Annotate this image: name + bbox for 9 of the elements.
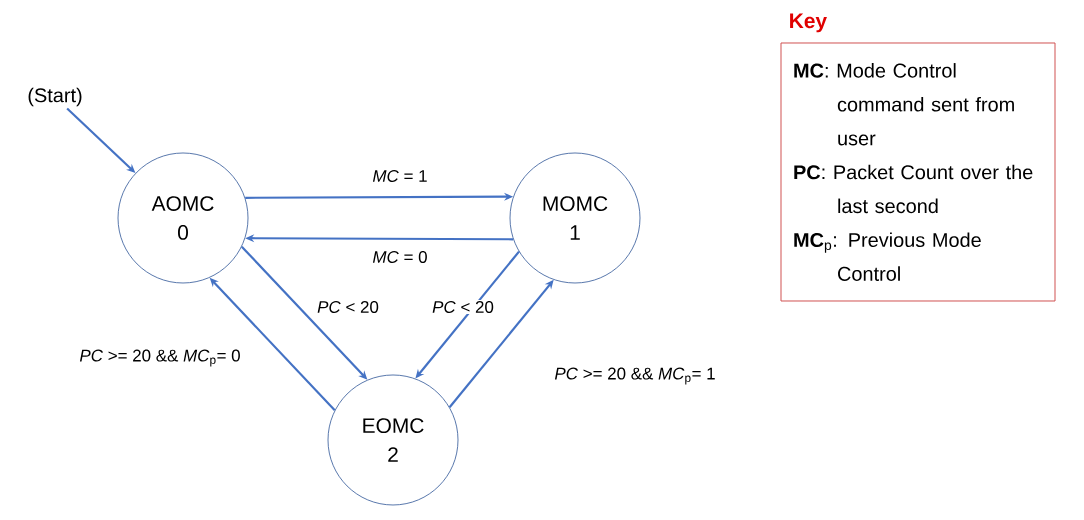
edge-label: MC = 0 xyxy=(371,250,429,264)
edge-label: PC < 20 xyxy=(431,300,495,314)
edge-label: PC >= 20 && MC$_{p}$= 1 xyxy=(553,366,717,386)
start-label: (Start) xyxy=(28,87,82,107)
edge-label: PC < 20 xyxy=(316,300,380,314)
edge-label: PC >= 20 && MC$_{p}$= 0 xyxy=(78,348,242,368)
key-box: MC: Mode Control command sent from user PC: Packet Count over the last second MC$_{p}$: Previous Mode Control xyxy=(780,42,1056,302)
key-heading: Key xyxy=(790,13,827,33)
edge-label: MC = 1 xyxy=(371,169,429,183)
